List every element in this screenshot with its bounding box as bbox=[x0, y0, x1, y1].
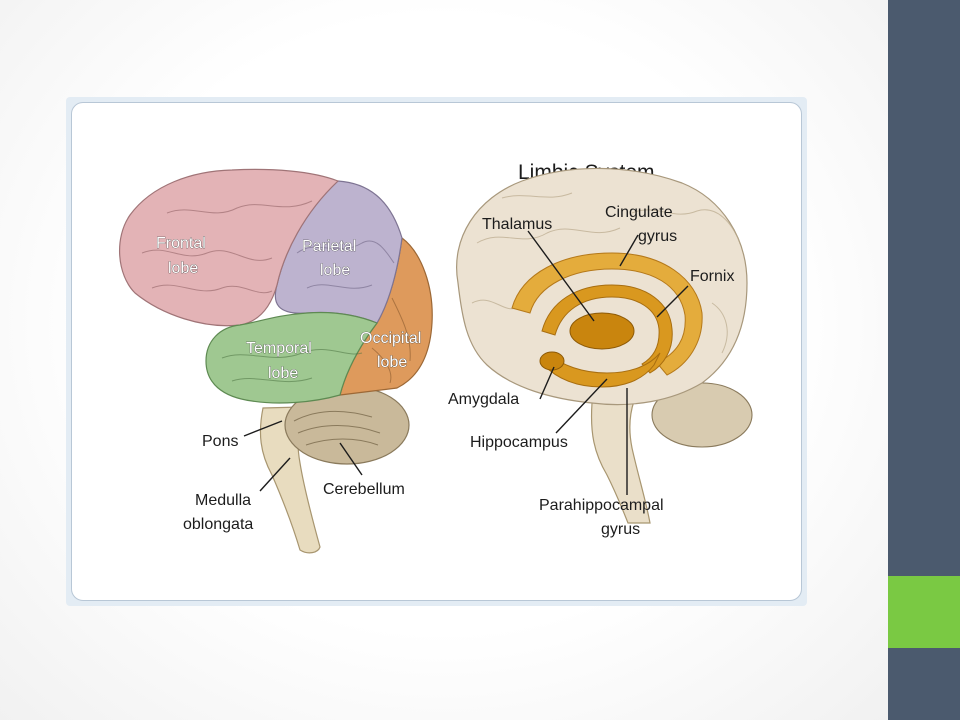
amygdala-leader bbox=[539, 366, 555, 400]
limbic-gyri-texture bbox=[471, 192, 741, 354]
fornix-leader bbox=[656, 285, 689, 318]
cingulate-gyrus-shape bbox=[511, 252, 703, 376]
hippocampus-leader bbox=[555, 378, 608, 434]
pons-leader bbox=[243, 420, 283, 437]
temporal-lobe-label-1: Temporal bbox=[246, 340, 312, 357]
frontal-lobe-label-2: lobe bbox=[168, 260, 198, 277]
slide-accent-square bbox=[888, 576, 960, 648]
figure-panel: Frontal lobe Parietal lobe Temporal lobe… bbox=[71, 102, 802, 601]
fornix-shape bbox=[541, 284, 673, 374]
frontal-lobe-shape bbox=[119, 168, 340, 327]
brain-diagram: Frontal lobe Parietal lobe Temporal lobe… bbox=[119, 161, 753, 554]
left-brain: Frontal lobe Parietal lobe Temporal lobe… bbox=[119, 168, 433, 554]
cingulate-leader bbox=[619, 234, 639, 267]
parahippocampal-label-1: Parahippocampal bbox=[539, 497, 664, 514]
pons-label: Pons bbox=[202, 433, 238, 450]
fornix-label: Fornix bbox=[690, 268, 734, 285]
amygdala-label: Amygdala bbox=[448, 391, 519, 408]
frontal-lobe-label-1: Frontal bbox=[156, 235, 206, 252]
parietal-lobe-label-2: lobe bbox=[320, 262, 350, 279]
hippocampus-shape bbox=[543, 352, 661, 388]
medulla-label-2: oblongata bbox=[183, 516, 253, 533]
temporal-lobe-label-2: lobe bbox=[268, 365, 298, 382]
brainstem bbox=[259, 406, 321, 554]
parietal-lobe-label-1: Parietal bbox=[302, 238, 356, 255]
cingulate-label-1: Cingulate bbox=[605, 204, 673, 221]
cerebellum-leader bbox=[339, 442, 363, 476]
thalamus-shape bbox=[569, 312, 635, 350]
thalamus-label: Thalamus bbox=[482, 216, 552, 233]
cerebellum-folds bbox=[293, 410, 381, 446]
cerebellum-label: Cerebellum bbox=[323, 481, 405, 498]
hippocampus-label: Hippocampus bbox=[470, 434, 568, 451]
occipital-lobe-label-1: Occipital bbox=[360, 330, 421, 347]
right-brain: Limbic System bbox=[448, 161, 753, 538]
medulla-leader bbox=[259, 457, 291, 492]
occipital-lobe-label-2: lobe bbox=[377, 354, 407, 371]
temporal-lobe-shape bbox=[205, 311, 378, 404]
thalamus-leader bbox=[527, 230, 595, 322]
amygdala-shape bbox=[539, 351, 565, 371]
cingulate-label-2: gyrus bbox=[638, 228, 677, 245]
medulla-label-1: Medulla bbox=[195, 492, 251, 509]
limbic-brainstem bbox=[590, 400, 651, 524]
parahippocampal-label-2: gyrus bbox=[601, 521, 640, 538]
gyri-texture bbox=[141, 200, 411, 384]
figure-frame: Frontal lobe Parietal lobe Temporal lobe… bbox=[66, 97, 807, 606]
